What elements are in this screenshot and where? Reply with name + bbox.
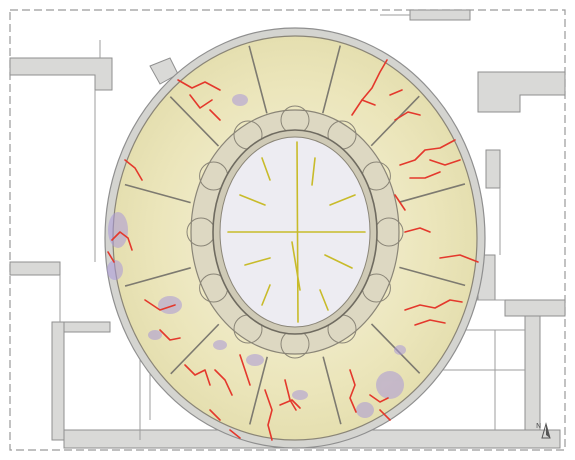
- wall-outlines: [59, 14, 525, 440]
- dome-rib: [322, 356, 342, 425]
- oculus-cracks: [227, 141, 366, 323]
- dome-rib: [399, 266, 466, 287]
- north-arrow: N: [536, 422, 551, 439]
- dome-rib: [321, 45, 342, 114]
- dome-rib: [169, 96, 220, 147]
- dome-rib: [124, 267, 191, 287]
- surrounding-walls: [9, 9, 566, 449]
- dome-rib: [170, 323, 220, 375]
- north-arrow-label: N: [536, 422, 541, 430]
- sheet-border: [9, 9, 566, 451]
- damp-patches: [107, 94, 406, 418]
- dome-rib: [399, 183, 466, 203]
- dome-rib: [124, 183, 191, 204]
- dome-ribs: [124, 45, 466, 425]
- dome-cracks: [107, 59, 479, 441]
- dome-rib: [370, 95, 420, 147]
- dome-rib: [248, 356, 269, 425]
- dome-rib: [248, 45, 268, 114]
